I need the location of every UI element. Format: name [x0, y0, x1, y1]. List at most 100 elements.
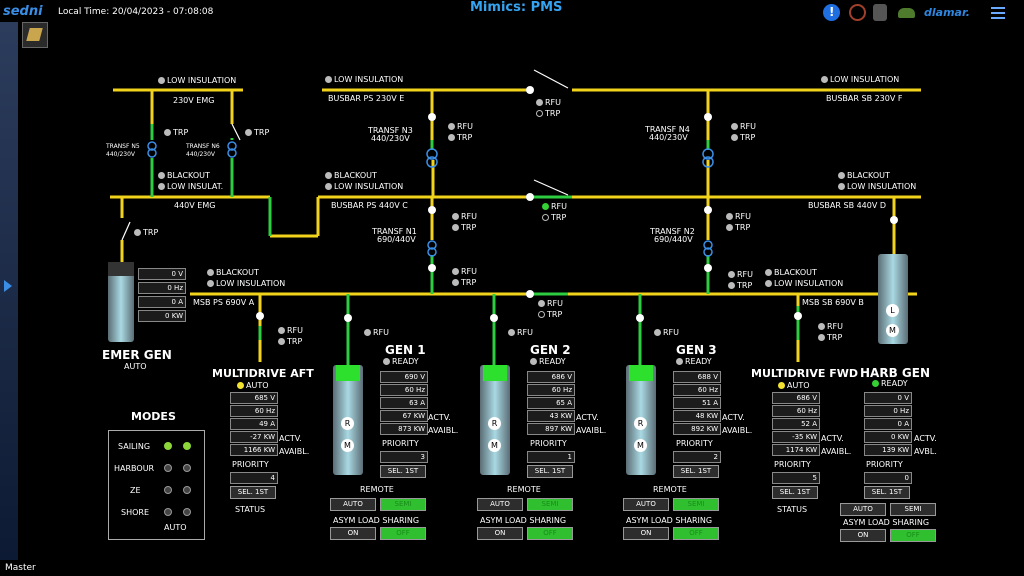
gen2-asym-off-button[interactable]: OFF — [527, 527, 573, 540]
gen2-auto-button[interactable]: AUTO — [477, 498, 523, 511]
gen2-asym-on-button[interactable]: ON — [477, 527, 523, 540]
rfu-n3: RFU — [448, 122, 473, 131]
trp-n5: TRP — [164, 128, 188, 137]
multidrive-aft-sel1st-button[interactable]: SEL. 1ST — [230, 486, 276, 499]
multidrive-fwd-name: MULTIDRIVE FWD — [751, 367, 858, 380]
fire-icon[interactable] — [849, 4, 866, 21]
gen1-priority: 3 — [380, 451, 428, 463]
harb-gen-asym-off-button[interactable]: OFF — [890, 529, 936, 542]
bus-label-230v-emg: 230V EMG — [173, 96, 215, 105]
trp-n1b: TRP — [452, 278, 476, 287]
menu-icon[interactable] — [991, 7, 1005, 19]
multidrive-aft-available-power: 1166 KW — [230, 444, 278, 456]
harb-gen-machine[interactable]: L M — [878, 254, 908, 344]
trp-ef: TRP — [536, 109, 560, 118]
rfu-ab: RFU — [538, 299, 563, 308]
gen2-avail-label: AVAIBL. — [576, 426, 607, 435]
mode-sailing[interactable]: SAILING — [118, 442, 151, 451]
gen2-priority: 1 — [527, 451, 575, 463]
trp-ab: TRP — [538, 310, 562, 319]
multidrive-fwd-sel1st-button[interactable]: SEL. 1ST — [772, 486, 818, 499]
harb-gen-available-power: 139 KW — [864, 444, 912, 456]
multidrive-fwd-actv-label: ACTV. — [821, 434, 844, 443]
gen3-machine[interactable]: R M — [626, 365, 656, 475]
cap-icon[interactable] — [898, 8, 915, 18]
harb-gen-sel1st-button[interactable]: SEL. 1ST — [864, 486, 910, 499]
gen2-state: READY — [530, 357, 566, 366]
gen1-semi-button[interactable]: SEMI — [380, 498, 426, 511]
harb-gen-semi-button[interactable]: SEMI — [890, 503, 936, 516]
gen3-asym-on-button[interactable]: ON — [623, 527, 669, 540]
low-insulation-emg440: LOW INSULAT. — [158, 182, 223, 191]
multidrive-fwd-priority: 5 — [772, 472, 820, 484]
multidrive-aft-avail-label: AVAIBL. — [279, 447, 310, 456]
bus-label-msb-b: MSB SB 690V B — [802, 298, 864, 307]
multidrive-aft-priority: 4 — [230, 472, 278, 484]
gen2-machine[interactable]: R M — [480, 365, 510, 475]
rfu-g1: RFU — [364, 328, 389, 337]
gen1-current: 63 A — [380, 397, 428, 409]
gen3-asym-off-button[interactable]: OFF — [673, 527, 719, 540]
gen1-sel1st-button[interactable]: SEL. 1ST — [380, 465, 426, 478]
folder-button[interactable] — [22, 22, 48, 48]
gen2-semi-button[interactable]: SEMI — [527, 498, 573, 511]
rfu-n1a: RFU — [452, 212, 477, 221]
multidrive-aft-current: 49 A — [230, 418, 278, 430]
low-insulation-d: LOW INSULATION — [838, 182, 916, 191]
trp-n2a: TRP — [726, 223, 750, 232]
trp-cd: TRP — [542, 213, 566, 222]
local-time: Local Time: 20/04/2023 - 07:08:08 — [58, 7, 214, 17]
gen1-asym-on-button[interactable]: ON — [330, 527, 376, 540]
bus-label-msb-a: MSB PS 690V A — [193, 298, 255, 307]
gen1-auto-button[interactable]: AUTO — [330, 498, 376, 511]
harb-gen-asym-on-button[interactable]: ON — [840, 529, 886, 542]
multidrive-aft-actv-label: ACTV. — [279, 434, 302, 443]
harb-gen-auto-button[interactable]: AUTO — [840, 503, 886, 516]
gen1-active-power: 67 KW — [380, 410, 428, 422]
rfu-cd: RFU — [542, 202, 567, 211]
mode-ze[interactable]: ZE — [130, 486, 141, 495]
gen1-asym-off-button[interactable]: OFF — [380, 527, 426, 540]
harb-gen-frequency: 0 Hz — [864, 405, 912, 417]
mode-shore-indicator-2 — [183, 508, 191, 516]
multidrive-fwd-priority-label: PRIORITY — [774, 460, 811, 469]
side-panel-toggle[interactable] — [0, 22, 18, 560]
blackout-b: BLACKOUT — [765, 268, 817, 277]
gen3-semi-button[interactable]: SEMI — [673, 498, 719, 511]
bus-label-f: BUSBAR SB 230V F — [826, 94, 903, 103]
trp-n2b: TRP — [728, 281, 752, 290]
gen3-sel1st-button[interactable]: SEL. 1ST — [673, 465, 719, 478]
gen3-available-power: 892 KW — [673, 423, 721, 435]
blackout-c: BLACKOUT — [325, 171, 377, 180]
trp-n6: TRP — [245, 128, 269, 137]
alert-icon[interactable]: ! — [823, 4, 840, 21]
trp-md-fwd: TRP — [818, 333, 842, 342]
mode-harbour[interactable]: HARBOUR — [114, 464, 155, 473]
transf-n6-volt: 440/230V — [186, 151, 216, 158]
transf-n6-label: TRANSF N6 — [186, 143, 220, 150]
emer-gen-machine[interactable] — [108, 262, 134, 342]
multidrive-aft-name: MULTIDRIVE AFT — [212, 367, 314, 380]
top-bar: sedni Local Time: 20/04/2023 - 07:08:08 … — [0, 0, 1024, 22]
modes-title: MODES — [131, 410, 176, 423]
gen3-auto-button[interactable]: AUTO — [623, 498, 669, 511]
gen1-priority-label: PRIORITY — [382, 439, 419, 448]
mode-shore[interactable]: SHORE — [121, 508, 150, 517]
multidrive-fwd-voltage: 686 V — [772, 392, 820, 404]
rfu-g2: RFU — [508, 328, 533, 337]
gen3-current: 51 A — [673, 397, 721, 409]
trp-n1a: TRP — [452, 223, 476, 232]
blackout-d: BLACKOUT — [838, 171, 890, 180]
multidrive-fwd-status-label: STATUS — [777, 505, 808, 514]
harb-gen-avail-label: AVBL. — [914, 447, 937, 456]
emer-gen-voltage: 0 V — [138, 268, 186, 280]
gen2-remote-label: REMOTE — [507, 485, 541, 494]
harb-gen-asym-label: ASYM LOAD SHARING — [843, 518, 930, 527]
crew-icon[interactable] — [873, 4, 887, 21]
gen2-sel1st-button[interactable]: SEL. 1ST — [527, 465, 573, 478]
rfu-g3: RFU — [654, 328, 679, 337]
emer-gen-mode: AUTO — [124, 362, 147, 371]
gen1-machine[interactable]: R M — [333, 365, 363, 475]
trp-n3: TRP — [448, 133, 472, 142]
gen2-actv-label: ACTV. — [576, 413, 599, 422]
